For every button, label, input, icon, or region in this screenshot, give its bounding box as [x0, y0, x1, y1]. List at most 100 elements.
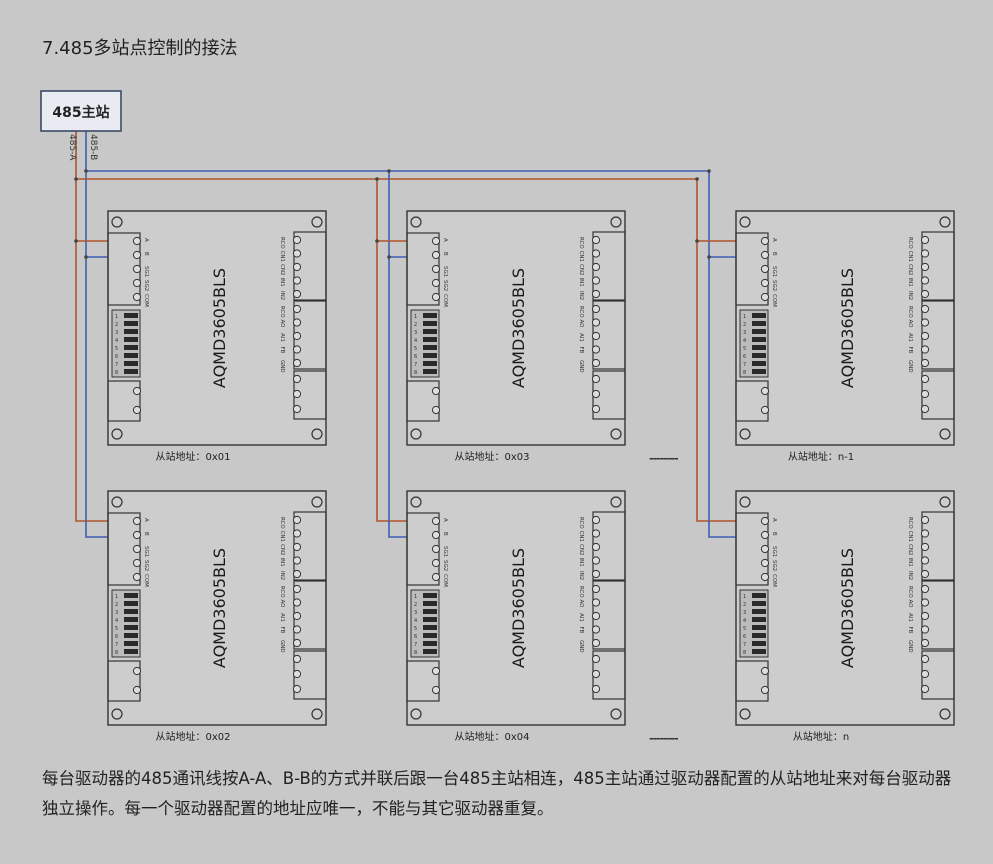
slave-address-label: 从站地址：0x02 — [155, 730, 230, 743]
terminal-block-power — [107, 660, 141, 702]
terminal-label: SG1 — [442, 266, 448, 277]
dip-switch-lever — [124, 617, 138, 622]
terminal-screw-icon — [292, 374, 302, 384]
terminal-label: B — [442, 252, 448, 256]
mounting-hole-icon — [610, 496, 622, 508]
dip-switch-number: 1 — [743, 314, 746, 320]
module-board — [406, 490, 626, 726]
terminal-screw-icon — [920, 345, 930, 354]
terminal-label: IN2 — [279, 571, 285, 580]
mounting-hole-icon — [739, 428, 751, 440]
dip-switch-number: 1 — [743, 594, 746, 600]
terminal-label: SG2 — [771, 280, 777, 291]
terminal-screw-icon — [132, 264, 142, 274]
dip-switch-lever — [752, 337, 766, 342]
module-model-label: AQMD3605BLS — [838, 548, 857, 668]
dip-switch-number: 5 — [743, 626, 746, 632]
terminal-label: A — [771, 518, 777, 522]
terminal-screw-icon — [591, 515, 601, 525]
dip-switch-number: 4 — [743, 338, 746, 344]
mounting-hole-icon — [410, 496, 422, 508]
dip-switch-number: 5 — [743, 346, 746, 352]
wire-a-label: 485-A — [67, 134, 77, 161]
terminal-screw-icon — [431, 666, 441, 676]
terminal-screw-icon — [591, 358, 601, 368]
terminal-screw-icon — [591, 584, 601, 594]
terminal-label: IN1 — [907, 278, 913, 287]
master-box — [40, 90, 122, 132]
terminal-label: CN2 — [578, 264, 584, 275]
terminal-label: AO — [279, 600, 285, 609]
terminal-label: CN1 — [279, 251, 285, 262]
dip-switch-number: 2 — [115, 602, 118, 608]
dip-switch-lever — [423, 593, 437, 598]
terminal-screw-icon — [292, 669, 302, 679]
wire-b-bus — [86, 170, 736, 538]
terminal-label: SG1 — [442, 546, 448, 557]
terminal-label: FB — [279, 347, 285, 354]
dip-switch-lever — [423, 633, 437, 638]
terminal-label: CN2 — [578, 544, 584, 555]
mounting-hole-icon — [111, 708, 123, 720]
terminal-label: SG2 — [771, 560, 777, 571]
terminal-screw-icon — [591, 669, 601, 679]
dip-switch-number: 6 — [414, 354, 417, 360]
terminal-screw-icon — [920, 625, 930, 634]
mounting-hole-icon — [111, 496, 123, 508]
terminal-label: SG1 — [771, 266, 777, 277]
terminal-label: CN2 — [279, 544, 285, 555]
module-board — [107, 210, 327, 446]
terminal-screw-icon — [760, 386, 770, 396]
wire-junction-dot — [84, 255, 88, 259]
terminal-label: AO — [907, 600, 913, 609]
dip-switch-lever — [752, 329, 766, 334]
wire-junction-dot — [695, 239, 699, 243]
wire-b-label: 485-B — [88, 134, 98, 160]
dip-switch-lever — [124, 593, 138, 598]
terminal-label: B — [143, 252, 149, 256]
terminal-label: SG2 — [143, 560, 149, 571]
terminal-screw-icon — [292, 598, 302, 607]
terminal-screw-icon — [591, 611, 601, 621]
dip-switch-number: 3 — [115, 330, 118, 336]
dip-switch-lever — [423, 353, 437, 358]
dip-switch-lever — [124, 337, 138, 342]
terminal-screw-icon — [132, 278, 142, 288]
terminal-label: CN1 — [279, 531, 285, 542]
terminal-screw-icon — [760, 572, 770, 582]
terminal-screw-icon — [591, 684, 601, 694]
dip-switch-number: 4 — [743, 618, 746, 624]
dip-switch-lever — [423, 625, 437, 630]
terminal-screw-icon — [431, 572, 441, 582]
terminal-label: FB — [907, 627, 913, 634]
terminal-label: COM — [143, 574, 149, 587]
dip-switch-number: 3 — [743, 330, 746, 336]
terminal-label: A — [442, 518, 448, 522]
terminal-label: GND — [279, 360, 285, 373]
dip-switch-lever — [124, 345, 138, 350]
terminal-label: AO — [907, 320, 913, 329]
mounting-hole-icon — [939, 428, 951, 440]
dip-switch-number: 8 — [414, 650, 417, 656]
dip-switch-number: 8 — [743, 650, 746, 656]
terminal-label: AI1 — [578, 333, 584, 342]
terminal-label: SG2 — [442, 280, 448, 291]
terminal-label: IN1 — [907, 558, 913, 567]
dip-switch-number: 7 — [115, 642, 118, 648]
terminal-screw-icon — [920, 529, 930, 538]
dip-switch-lever — [124, 321, 138, 326]
dip-switch-number: 8 — [115, 650, 118, 656]
terminal-label: B — [771, 252, 777, 256]
terminal-screw-icon — [292, 289, 302, 299]
module-model-label: AQMD3605BLS — [509, 548, 528, 668]
wire-junction-dot — [375, 239, 379, 243]
terminal-screw-icon — [132, 572, 142, 582]
terminal-screw-icon — [431, 530, 441, 540]
terminal-screw-icon — [920, 262, 930, 272]
terminal-screw-icon — [292, 404, 302, 414]
mounting-hole-icon — [610, 708, 622, 720]
terminal-screw-icon — [920, 556, 930, 565]
dip-switch-lever — [752, 641, 766, 646]
terminal-screw-icon — [132, 236, 142, 246]
